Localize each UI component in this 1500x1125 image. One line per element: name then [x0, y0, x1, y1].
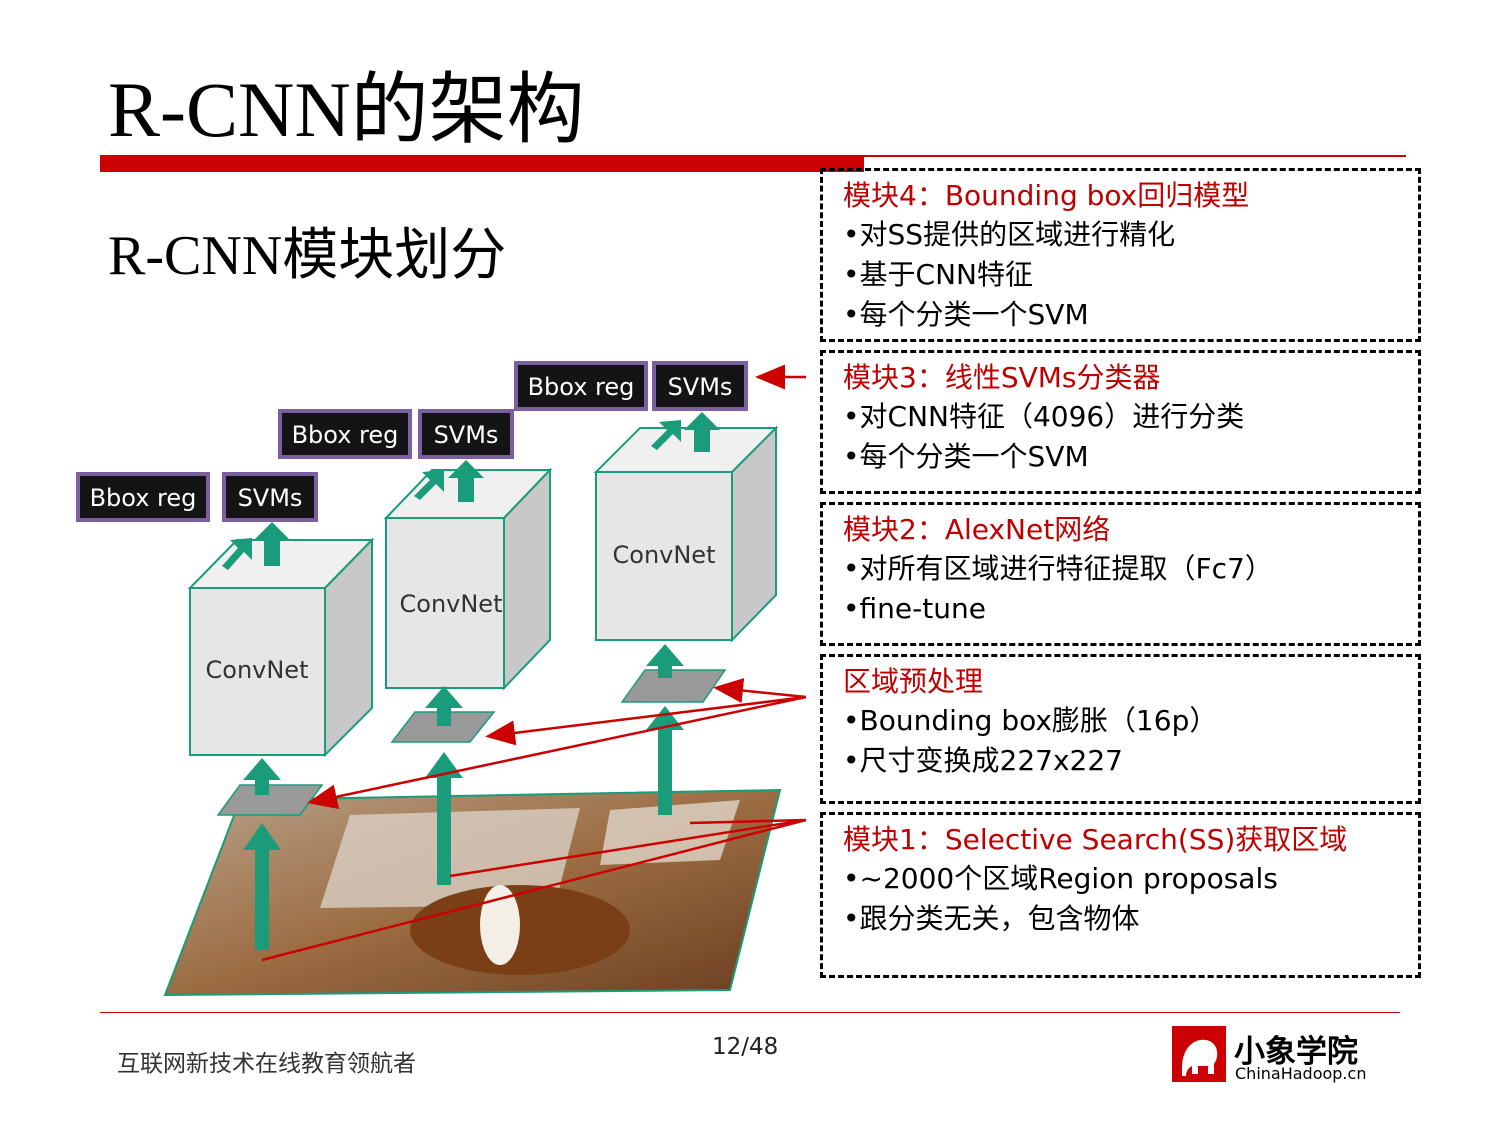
title-rule — [100, 155, 864, 172]
svms-label-2: SVMs — [434, 421, 499, 449]
module-2-heading: 模块2：AlexNet网络 — [843, 513, 1111, 546]
title-rule-thin — [864, 155, 1406, 157]
footer-rule — [100, 1012, 1400, 1013]
pointer-arrows — [261, 364, 807, 962]
convnet-label-1: ConvNet — [206, 656, 309, 684]
module-3-box: 模块3：线性SVMs分类器 •对CNN特征（4096）进行分类 •每个分类一个S… — [820, 350, 1421, 494]
slide-subtitle: R-CNN模块划分 — [108, 225, 507, 287]
convnet-column-2: ConvNet Bbox reg SVMs — [278, 409, 553, 885]
module-2-line-1: •对所有区域进行特征提取（Fc7） — [843, 552, 1273, 585]
chinahadoop-logo: 小象学院 ChinaHadoop.cn — [1172, 1026, 1390, 1084]
elephant-logo-icon — [1172, 1026, 1226, 1082]
svms-label-3: SVMs — [668, 373, 733, 401]
bbox-reg-label-2: Bbox reg — [292, 421, 399, 449]
module-1-line-1: •~2000个区域Region proposals — [843, 862, 1278, 895]
module-1-box: 模块1：Selective Search(SS)获取区域 •~2000个区域Re… — [820, 812, 1421, 978]
module-4-line-1: •对SS提供的区域进行精化 — [843, 218, 1176, 251]
module-4-heading: 模块4：Bounding box回归模型 — [843, 179, 1250, 212]
module-2-box: 模块2：AlexNet网络 •对所有区域进行特征提取（Fc7） •fine-tu… — [820, 502, 1421, 646]
convnet-label-3: ConvNet — [613, 541, 716, 569]
module-3-line-2: •每个分类一个SVM — [843, 440, 1089, 473]
convnet-column-1: ConvNet Bbox reg SVMs — [76, 472, 375, 950]
preprocess-heading: 区域预处理 — [843, 665, 984, 698]
bbox-reg-label-1: Bbox reg — [90, 484, 197, 512]
page-number: 12/48 — [712, 1034, 779, 1060]
module-1-heading: 模块1：Selective Search(SS)获取区域 — [843, 823, 1348, 856]
convnet-label-2: ConvNet — [400, 590, 503, 618]
module-2-line-2: •fine-tune — [843, 592, 986, 625]
input-image — [163, 788, 782, 997]
module-4-box: 模块4：Bounding box回归模型 •对SS提供的区域进行精化 •基于CN… — [820, 168, 1421, 342]
convnet-column-3: ConvNet Bbox reg SVMs — [514, 361, 779, 815]
logo-name: 小象学院 — [1234, 1034, 1358, 1070]
svms-label-1: SVMs — [238, 484, 303, 512]
bbox-reg-label-3: Bbox reg — [528, 373, 635, 401]
module-4-line-3: •每个分类一个SVM — [843, 298, 1089, 331]
module-3-line-1: •对CNN特征（4096）进行分类 — [843, 400, 1245, 433]
preprocess-line-2: •尺寸变换成227x227 — [843, 744, 1123, 777]
footer-slogan: 互联网新技术在线教育领航者 — [117, 1051, 416, 1077]
logo-url: ChinaHadoop.cn — [1235, 1064, 1367, 1083]
module-3-heading: 模块3：线性SVMs分类器 — [843, 361, 1161, 394]
module-1-line-2: •跟分类无关，包含物体 — [843, 902, 1140, 935]
slide-title: R-CNN的架构 — [108, 66, 585, 153]
preprocess-line-1: •Bounding box膨胀（16p） — [843, 704, 1218, 737]
module-4-line-2: •基于CNN特征 — [843, 258, 1033, 291]
preprocess-box: 区域预处理 •Bounding box膨胀（16p） •尺寸变换成227x227 — [820, 654, 1421, 804]
